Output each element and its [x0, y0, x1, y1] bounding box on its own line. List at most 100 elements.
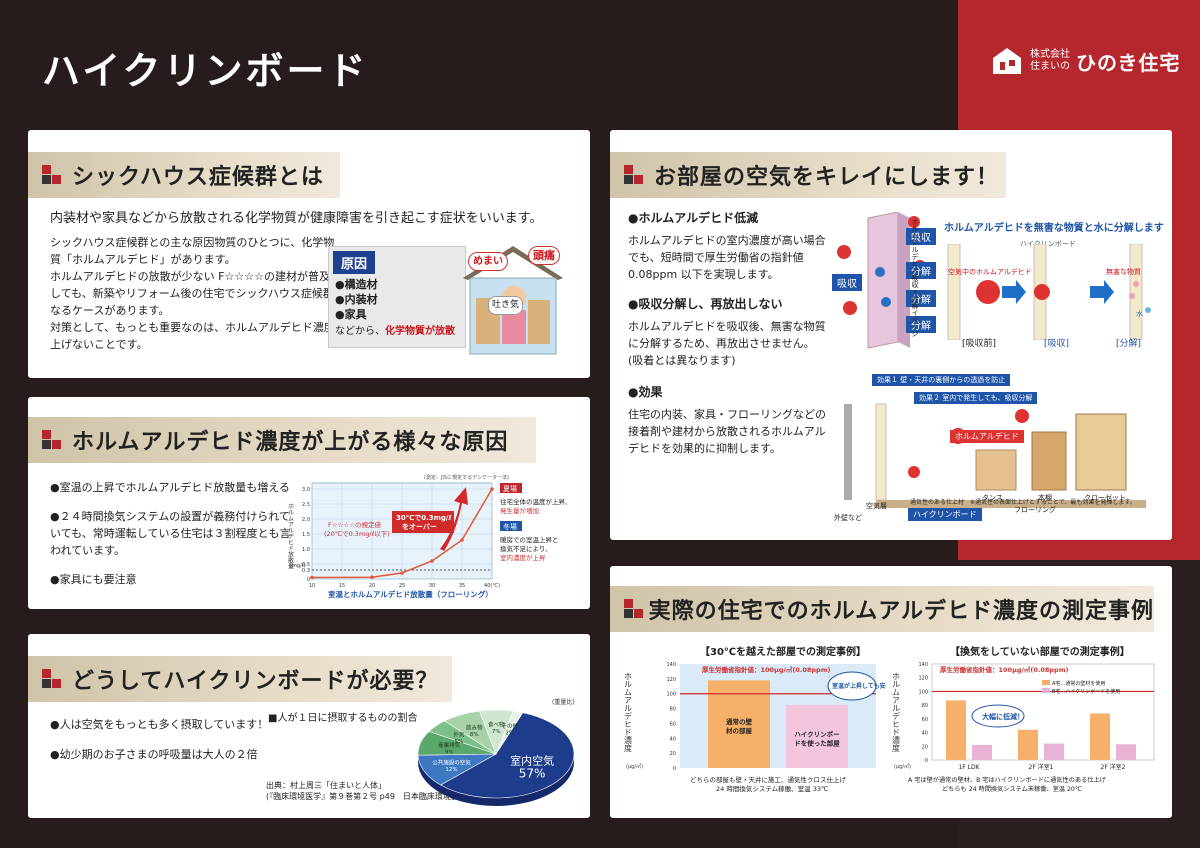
summer-line1: 住宅全体の温度が上昇、	[500, 497, 572, 506]
house-logo-icon	[993, 48, 1021, 74]
winter-line1: 暖房での室温上昇と	[500, 535, 559, 544]
x-tick-label: 20	[369, 583, 375, 589]
stage-before: [吸収前]	[962, 339, 997, 349]
legend-a: A宅…通常の壁材を使用	[1052, 680, 1105, 687]
furniture-shelf: 本棚	[1038, 494, 1052, 502]
s3-title: ●効果	[628, 385, 663, 399]
section-header: シックハウス症候群とは	[28, 152, 340, 198]
y-tick-label: 20	[670, 751, 676, 757]
right-note-2: どちらも 24 時間換気システム未稼働、室温 20℃	[942, 785, 1082, 793]
data-point	[460, 538, 464, 542]
left-note-1: どちらの部屋も壁・天井に施工、通気性クロス仕上げ	[690, 775, 847, 784]
legend-b: B宅…ハイクリンボードを使用	[1052, 688, 1120, 695]
x-tick-label: 35	[459, 583, 465, 589]
page-title: ハイクリンボード	[42, 48, 369, 93]
panel-why: どうしてハイクリンボードが必要？ ●人は空気をもっとも多く摂取しています！ ●幼…	[28, 634, 590, 818]
x-tick-label: 25	[399, 583, 405, 589]
bar-b	[1116, 744, 1136, 760]
group-label: 2F 洋室2	[1101, 763, 1126, 771]
rise-bullets: ●室温の上昇でホルムアルデヒド放散量も増える ●２４時間換気システムの設置が義務…	[50, 481, 291, 586]
chart-yunit: (mg/ℓ)	[290, 563, 306, 569]
red-blocks-icon	[42, 165, 62, 185]
s2-body: ホルムアルデヒドを吸収後、無害な物質に分解するため、再放出させません。(吸着とは…	[628, 320, 826, 367]
section-header: どうしてハイクリンボードが必要？	[28, 656, 452, 702]
dotted-label-1: F☆☆☆☆の規定値	[328, 520, 382, 529]
s2-title: ●吸収分解し、再放出しない	[628, 297, 783, 311]
decompose-tag-2: 分解	[906, 290, 936, 307]
y-tick-label: 20	[922, 744, 928, 750]
series-line	[311, 488, 493, 579]
decompose-tag-3: 分解	[906, 316, 936, 333]
rise-line-chart: (測定：JISに規定するデシケーター法) 00.30.51.01.52.02.5…	[287, 474, 572, 599]
panel-sick-house: シックハウス症候群とは 内装材や家具などから放散される化学物質が健康障害を引き起…	[28, 130, 590, 378]
x-tick-label: 15	[339, 583, 345, 589]
left-bubble-text: 室温が上昇しても安心！	[832, 682, 886, 690]
callout-2: をオーバー	[402, 522, 437, 531]
why-bullet-1: ●人は空気をもっとも多く摂取しています！	[50, 718, 269, 731]
left-ylabel: ホルムアルデヒド濃度	[624, 672, 633, 753]
y-tick-label: 60	[670, 721, 676, 727]
y-tick-label: 3.0	[302, 487, 310, 493]
group-label: 2F 洋室1	[1029, 763, 1054, 771]
furniture-chest: タンス	[982, 494, 1003, 502]
y-tick-label: 140	[666, 662, 676, 668]
harmless-label: 無害な物質	[1106, 268, 1141, 276]
left-guideline-label: 厚生労働省指針値：100μg/㎥(0.08ppm)	[702, 665, 830, 674]
heading-measure: 実際の住宅でのホルムアルデヒド濃度の測定事例	[648, 598, 1154, 624]
winter-line3: 室内濃度が上昇	[500, 553, 546, 562]
y-tick-label: 120	[666, 677, 676, 683]
y-tick-label: 100	[666, 692, 676, 698]
pie-value: 5%	[455, 739, 464, 745]
airborne-label: 空気中のホルムアルデヒド	[948, 268, 1032, 276]
winter-tag	[500, 521, 522, 531]
pie-source: 出典：村上周三「住まいと人体」(『臨床環境医学』第９巻第２号 p49 日本臨床環…	[266, 781, 479, 801]
panel-rise-causes: ホルムアルデヒド濃度が上がる様々な原因 ●室温の上昇でホルムアルデヒド放散量も増…	[28, 397, 590, 609]
formaldehyde-tag: ホルムアルデヒド	[950, 430, 1024, 443]
ill-label-headache: 頭痛	[528, 246, 560, 265]
left-chart-title: 【30℃を越えた部屋での測定事例】	[700, 647, 867, 658]
y-tick-label: 40	[922, 731, 928, 737]
panel-measure: 実際の住宅でのホルムアルデヒド濃度の測定事例 【30℃を越えた部屋での測定事例】…	[610, 566, 1172, 818]
decomp-board-label: ハイクリンボード	[1020, 240, 1076, 248]
s3-body: 住宅の内装、家具・フローリングなどの接着剤や建材から放散されるホルムアルデヒドを…	[628, 408, 826, 455]
absorb-tag-2: 吸収	[832, 274, 862, 291]
ill-label-dizzy: めまい	[468, 252, 508, 271]
section-header: 実際の住宅でのホルムアルデヒド濃度の測定事例	[610, 586, 1154, 632]
pie-slice	[495, 710, 524, 755]
bar-a	[1090, 713, 1110, 760]
dotted-label-2: (20℃で0.3mg/ℓ以下)	[324, 530, 390, 538]
decomposition-stages-illustration	[947, 244, 1151, 340]
bar-b	[972, 744, 992, 760]
cause-title: 原因	[333, 251, 376, 274]
data-point	[430, 559, 434, 563]
data-point	[490, 487, 494, 491]
x-tick-label: 10	[309, 583, 315, 589]
y-tick-label: 0	[673, 766, 676, 772]
y-tick-label: 80	[670, 707, 676, 713]
pie-label: その他	[501, 722, 518, 730]
effect1-tag: 効果１ 壁・天井の裏側からの透過を防止	[872, 374, 1011, 386]
cause-box: 原因 ●構造材●内装材●家具 などから、化学物質が放散	[328, 246, 466, 348]
bar-label: ハイクリンボー	[794, 729, 839, 738]
winter-tag-label: 冬場	[503, 522, 517, 531]
decomp-title: ホルムアルデヒドを無害な物質と水に分解します	[944, 223, 1164, 234]
right-chart-title: 【換気をしていない部屋での測定事例】	[950, 647, 1130, 658]
right-yunit: (μg/㎥)	[894, 763, 911, 770]
cavity-label: 空気層	[866, 502, 887, 510]
pie-slice	[439, 712, 575, 799]
y-tick-label: 2.0	[302, 517, 310, 523]
pie-value: 2%	[505, 730, 514, 736]
y-tick-label: 60	[922, 717, 928, 723]
rise-arrow-icon	[440, 487, 468, 551]
finish-note: 通気性のある仕上材 ※通気性の表面仕上げとすることで、最も効果を発揮します。	[910, 499, 1136, 506]
y-tick-label: 40	[670, 736, 676, 742]
water-label: 水	[1136, 310, 1143, 318]
summer-line2: 発生量が増加	[500, 506, 539, 515]
stage-decompose: [分解]	[1116, 339, 1142, 349]
x-tick-label: 40(℃)	[484, 583, 500, 589]
logo-line2: 住まいの	[1030, 61, 1070, 72]
bar	[786, 704, 848, 768]
company-logo: 株式会社 住まいの ひのき住宅	[990, 44, 1180, 78]
